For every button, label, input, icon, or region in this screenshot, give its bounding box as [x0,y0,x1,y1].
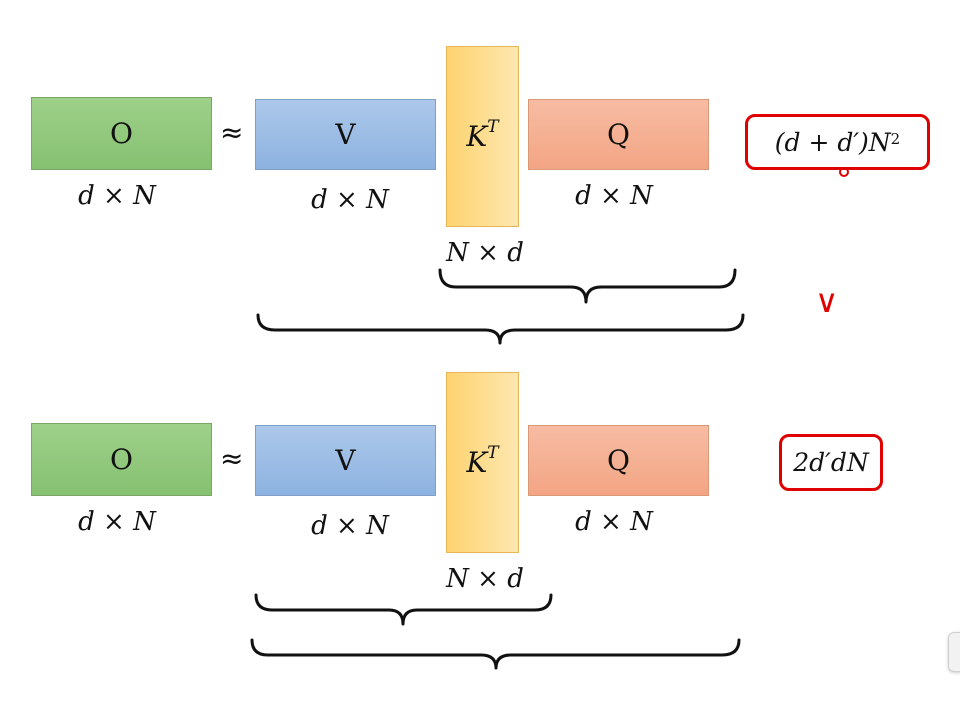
matrix-v-row1: V [255,99,436,170]
cost-row1-expr: (d + d′)N [774,127,891,157]
brace-kt-q-row1 [438,268,737,304]
matrix-o-row1: O [31,97,212,170]
matrix-v-label: V [335,118,356,151]
matrix-o-label: O [110,443,133,476]
matrix-q-row1: Q [528,99,709,170]
matrix-v-row2: V [255,425,436,496]
matrix-q-label: Q [607,118,630,151]
matrix-q-row2: Q [528,425,709,496]
dim-v-row1: d × N [311,185,389,215]
matrix-o-label: O [110,117,133,150]
matrix-kt-label: KT [466,442,499,479]
cost-row2-expr: 2d′dN [793,448,869,477]
approx-symbol-row1: ≈ [220,116,244,149]
dim-v-row2: d × N [311,511,389,541]
comparison-symbol: ∨ [815,282,839,320]
matrix-v-label: V [335,444,356,477]
brace-v-kt-q-row2 [250,638,741,670]
matrix-kt-row2: KT [446,372,519,553]
dim-kt-row1: N × d [446,238,524,268]
approx-symbol-row2: ≈ [220,442,244,475]
dim-kt-row2: N × d [446,564,524,594]
dim-q-row1: d × N [575,181,653,211]
cost-box-row2: 2d′dN [779,434,883,491]
cost-row1-exponent: 2 [890,130,901,148]
matrix-kt-row1: KT [446,46,519,227]
dim-q-row2: d × N [575,507,653,537]
brace-v-kt-q-row1 [256,313,745,345]
side-panel-handle[interactable] [948,632,960,672]
dim-o-row2: d × N [78,507,156,537]
matrix-kt-label: KT [466,116,499,153]
dim-o-row1: d × N [78,181,156,211]
pointer-cursor [839,167,849,177]
matrix-q-label: Q [607,444,630,477]
matrix-o-row2: O [31,423,212,496]
brace-v-kt-row2 [254,593,553,626]
